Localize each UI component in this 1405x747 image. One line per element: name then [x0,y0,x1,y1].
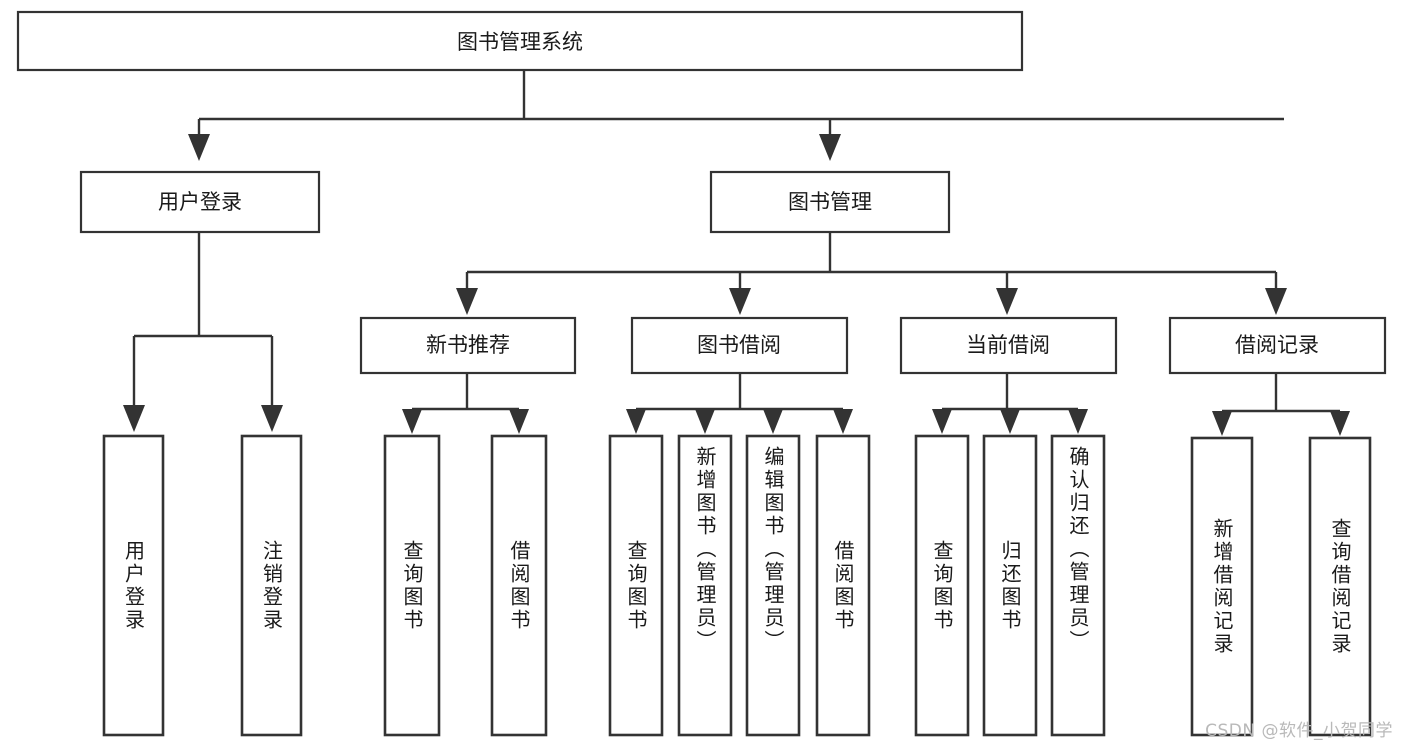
node-current-borrow[interactable]: 当前借阅 [899,316,1118,375]
leaf-return-book-label: 归还图书 [998,539,1022,632]
node-root-label: 图书管理系统 [457,30,583,54]
node-root-box[interactable] [16,10,1024,72]
leaf-borrow-book-2-box[interactable] [815,434,871,737]
leaf-add-book-label: 新增图书（管理员） [693,446,717,653]
node-book-borrow-box[interactable] [630,316,849,375]
node-borrow-record-box[interactable] [1168,316,1387,375]
leaf-query-book-2[interactable]: 查询图书 [610,436,662,735]
leaf-user-login-label: 用户登录 [121,539,146,632]
leaf-query-record-box[interactable] [1308,436,1372,737]
leaf-add-record[interactable]: 新增借阅记录 [1192,438,1252,735]
node-borrow-record-label: 借阅记录 [1235,333,1319,357]
leaf-borrow-book-2-label: 借阅图书 [831,539,855,632]
leaf-query-book-1[interactable]: 查询图书 [385,436,439,735]
leaf-user-login[interactable]: 用户登录 [104,436,163,735]
arrow-book-borrow-to-leaf3 [763,409,783,434]
leaf-return-book-box[interactable] [982,434,1038,737]
arrow-user-login-to-leaf1 [123,405,145,432]
arrow-book-manage-to-new-book [456,288,478,315]
leaf-query-book-1-box[interactable] [383,434,441,737]
leaf-query-book-3-label: 查询图书 [930,539,954,632]
arrow-book-manage-to-book-borrow [729,288,751,315]
leaf-query-record[interactable]: 查询借阅记录 [1310,438,1370,735]
leaf-add-record-label: 新增借阅记录 [1210,517,1234,656]
leaf-query-book-3-box[interactable] [914,434,970,737]
node-user-login-box[interactable] [79,170,321,234]
leaf-query-book-2-box[interactable] [608,434,664,737]
leaf-edit-book-box[interactable] [745,434,801,737]
arrow-book-manage-to-borrow-record [1265,288,1287,315]
leaf-query-book-2-label: 查询图书 [624,539,648,632]
arrow-book-manage-to-current-borrow [996,288,1018,315]
arrow-current-borrow-to-leaf2 [1000,409,1020,434]
node-user-login-label: 用户登录 [158,190,242,214]
arrow-borrow-record-to-leaf2 [1330,411,1350,436]
node-book-borrow-label: 图书借阅 [697,333,781,357]
leaf-query-book-1-label: 查询图书 [400,539,424,632]
leaf-query-record-label: 查询借阅记录 [1328,517,1352,656]
leaf-confirm-return-label: 确认归还（管理员） [1066,446,1090,653]
arrow-book-borrow-to-leaf1 [626,409,646,434]
arrow-new-book-to-leaf1 [402,409,422,434]
node-current-borrow-box[interactable] [899,316,1118,375]
connectors-layer [123,70,1350,436]
arrow-book-borrow-to-leaf4 [833,409,853,434]
leaf-user-login-box[interactable] [102,434,165,737]
leaf-logout-login-box[interactable] [240,434,303,737]
node-book-manage[interactable]: 图书管理 [709,170,951,234]
leaf-logout-login[interactable]: 注销登录 [242,436,301,735]
leaf-borrow-book-1-box[interactable] [490,434,548,737]
leaf-add-book-box[interactable] [677,434,733,737]
node-root[interactable]: 图书管理系统 [16,10,1024,72]
leaf-borrow-book-1[interactable]: 借阅图书 [492,436,546,735]
node-book-manage-label: 图书管理 [788,190,872,214]
arrow-borrow-record-to-leaf1 [1212,411,1232,436]
leaf-logout-login-label: 注销登录 [259,539,284,632]
arrow-root-to-book-manage [819,134,841,161]
leaf-query-book-3[interactable]: 查询图书 [916,436,968,735]
node-current-borrow-label: 当前借阅 [966,333,1050,357]
node-borrow-record[interactable]: 借阅记录 [1168,316,1387,375]
arrow-current-borrow-to-leaf1 [932,409,952,434]
node-book-manage-box[interactable] [709,170,951,234]
leaf-confirm-return-box[interactable] [1050,434,1106,737]
node-new-book-recommend-box[interactable] [359,316,577,375]
node-user-login[interactable]: 用户登录 [79,170,321,234]
leaf-borrow-book-1-label: 借阅图书 [507,539,531,632]
leaf-edit-book[interactable]: 编辑图书（管理员） [747,436,799,735]
arrow-user-login-to-leaf2 [261,405,283,432]
leaf-return-book[interactable]: 归还图书 [984,436,1036,735]
leaf-add-book[interactable]: 新增图书（管理员） [679,436,731,735]
node-new-book-recommend-label: 新书推荐 [426,333,510,357]
arrow-book-borrow-to-leaf2 [695,409,715,434]
leaf-add-record-box[interactable] [1190,436,1254,737]
leaf-boxes-layer [102,434,1372,737]
leaf-edit-book-label: 编辑图书（管理员） [761,446,785,653]
arrow-new-book-to-leaf2 [509,409,529,434]
leaf-confirm-return[interactable]: 确认归还（管理员） [1052,436,1104,735]
node-new-book-recommend[interactable]: 新书推荐 [359,316,577,375]
arrow-current-borrow-to-leaf3 [1068,409,1088,434]
node-book-borrow[interactable]: 图书借阅 [630,316,849,375]
arrow-root-to-user-login [188,134,210,161]
leaf-borrow-book-2[interactable]: 借阅图书 [817,436,869,735]
